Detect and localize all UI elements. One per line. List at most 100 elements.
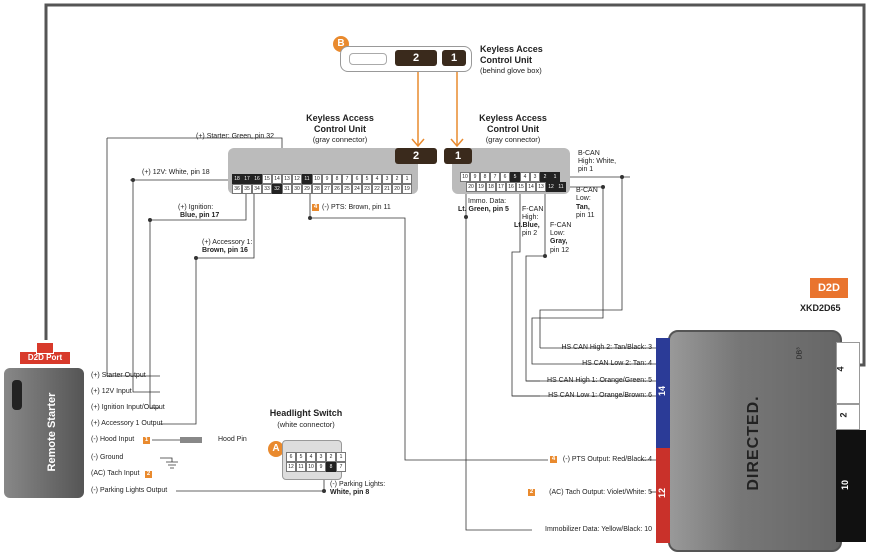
label-fcan-high-4: pin 2 [522,230,538,237]
unit-b-connector-2: 2 [395,50,437,66]
connector-pin: 4 [306,452,316,462]
connector-pin: 6 [352,174,362,184]
hood-badge: 1 [143,437,150,444]
connector-pin: 2 [326,452,336,462]
tach-badge: 2 [145,471,152,478]
connector-pin: 28 [312,184,322,194]
unit-b-subtitle: (behind glove box) [480,66,542,75]
output-ignition: (+) Ignition Input/Output [91,404,165,411]
connector-pin: 3 [382,174,392,184]
pts-badge: 4 [312,204,319,211]
connector-pin: 19 [402,184,412,194]
label-immo-2: Lt. Green, pin 5 [458,206,509,213]
connector-pin: 12 [286,462,296,472]
label-ignition-1: (+) Ignition: [178,204,214,211]
connector-pin: 11 [556,182,566,192]
gray-right-subtitle: (gray connector) [485,135,541,144]
connector-pin: 4 [520,172,530,182]
connector-pin: 16 [506,182,516,192]
connector-pin: 18 [232,174,242,184]
port-4-label: 4 [835,366,846,372]
connector-pin: 32 [272,184,282,194]
out-hscan-high2: HS CAN High 2: Tan/Black: 3 [561,344,652,351]
connector-pin: 10 [460,172,470,182]
connector-pin: 30 [292,184,302,194]
connector-pin: 11 [302,174,312,184]
marker-a: A [268,441,284,457]
module-db-label: DB³ [796,347,804,360]
out-tach-badge: 2 [528,489,535,496]
label-fcan-high-1: F-CAN [522,206,544,213]
gray-left-subtitle: (gray connector) [312,135,368,144]
d2d-port-label: D2D Port [20,352,70,364]
label-bcan-high-3: pin 1 [578,166,594,173]
connector-pin: 20 [466,182,476,192]
connector-pin: 15 [516,182,526,192]
label-parking-2: White, pin 8 [330,489,370,496]
connector-pin: 31 [282,184,292,194]
connector-pin: 7 [490,172,500,182]
connector-pin: 26 [332,184,342,194]
gray-left-connector-number: 2 [395,148,437,164]
connector-pin: 13 [282,174,292,184]
connector-pin: 33 [262,184,272,194]
d2d-port-connector [36,342,54,354]
connector-pin: 19 [476,182,486,192]
label-bcan-low-1: B-CAN [576,187,598,194]
out-hscan-low2: HS CAN Low 2: Tan: 4 [582,360,652,367]
label-bcan-high-2: High: White, [578,158,617,165]
connector-pin: 11 [296,462,306,472]
connector-pin: 5 [296,452,306,462]
out-tach: (AC) Tach Output: Violet/White: 5 [549,489,652,496]
label-bcan-low-3: Tan, [576,204,590,211]
connector-pin: 23 [362,184,372,194]
port-12-label: 12 [657,487,668,499]
unit-b-title: Keyless Acces [480,44,543,54]
connector-pin: 1 [402,174,412,184]
connector-pin: 2 [392,174,402,184]
label-immo-1: Immo. Data: [468,198,507,205]
output-ground: (-) Ground [91,454,124,461]
output-accessory: (+) Accessory 1 Output [91,420,163,427]
port-2 [836,404,860,430]
out-immo: Immobilizer Data: Yellow/Black: 10 [545,526,652,533]
connector-pin: 1 [336,452,346,462]
output-tach: (AC) Tach Input [91,470,140,477]
out-pts: (-) PTS Output: Red/Black: 4 [562,456,652,463]
gray-left-title-2: Control Unit [314,124,366,134]
output-12v: (+) 12V Input [91,388,132,395]
port-4 [836,342,860,404]
connector-pin: 6 [500,172,510,182]
connector-pin: 12 [292,174,302,184]
port-10 [836,430,866,542]
gray-right-title: Keyless Access [479,113,547,123]
connector-pin: 36 [232,184,242,194]
label-fcan-low-1: F-CAN [550,222,572,229]
connector-pin: 7 [336,462,346,472]
gray-right-connector-number: 1 [444,148,472,164]
connector-pin: 15 [262,174,272,184]
label-bcan-low-4: pin 11 [576,212,595,219]
port-12 [656,448,670,543]
label-bcan-low-2: Low: [576,195,591,202]
connector-pin: 3 [316,452,326,462]
connector-pin: 5 [362,174,372,184]
connector-pin: 6 [286,452,296,462]
connector-pin: 8 [326,462,336,472]
connector-pin: 5 [510,172,520,182]
label-fcan-low-2: Low: [550,230,565,237]
out-hscan-high1: HS CAN High 1: Orange/Green: 5 [546,377,652,384]
gray-left-title: Keyless Access [306,113,374,123]
label-accessory-2: Brown, pin 16 [202,247,248,254]
label-bcan-high-1: B-CAN [578,150,600,157]
port-10-label: 10 [840,479,851,491]
headlight-switch-title: Headlight Switch [269,408,343,418]
label-ignition-2: Blue, pin 17 [180,212,220,219]
gray-right-title-2: Control Unit [487,124,539,134]
connector-pin: 9 [470,172,480,182]
